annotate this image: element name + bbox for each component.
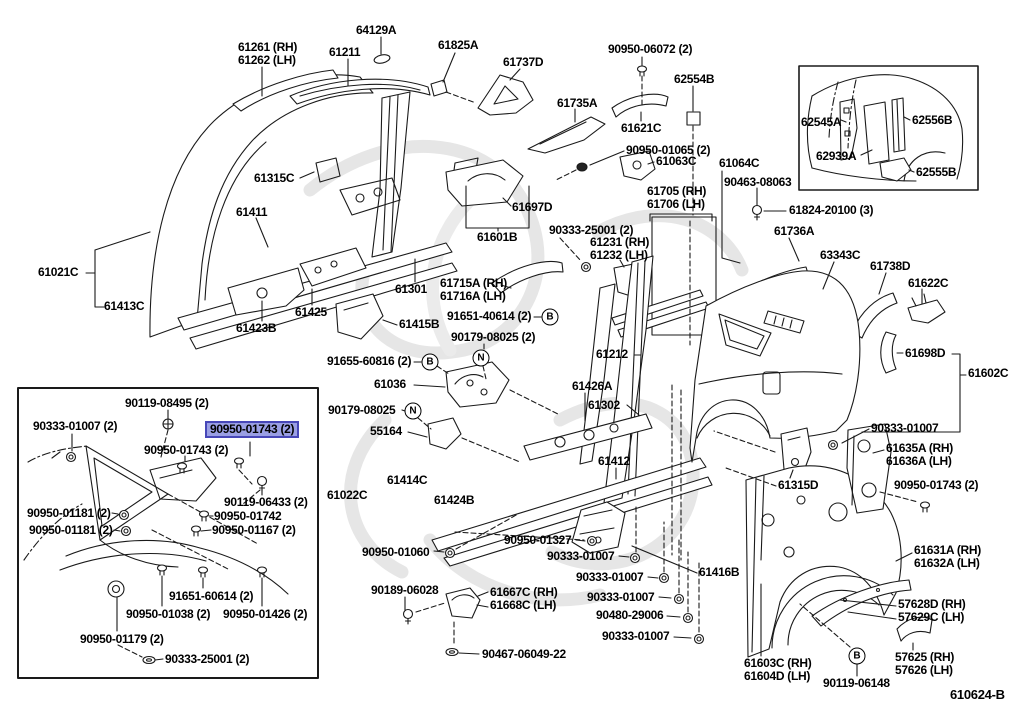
center-pillar-drawing	[335, 255, 713, 567]
dashed-lines	[117, 75, 919, 658]
left-side-member-drawing	[149, 74, 479, 350]
centerline-dashdot	[23, 79, 857, 561]
inset-box-rear-quarter	[798, 65, 979, 191]
diagram-code: 610624-B	[950, 687, 1005, 702]
wheelhouse-drawing	[445, 423, 933, 658]
inset-box-fastener-detail	[17, 387, 319, 679]
right-quarter-body-drawing	[689, 270, 861, 482]
leader-lines	[71, 36, 967, 677]
